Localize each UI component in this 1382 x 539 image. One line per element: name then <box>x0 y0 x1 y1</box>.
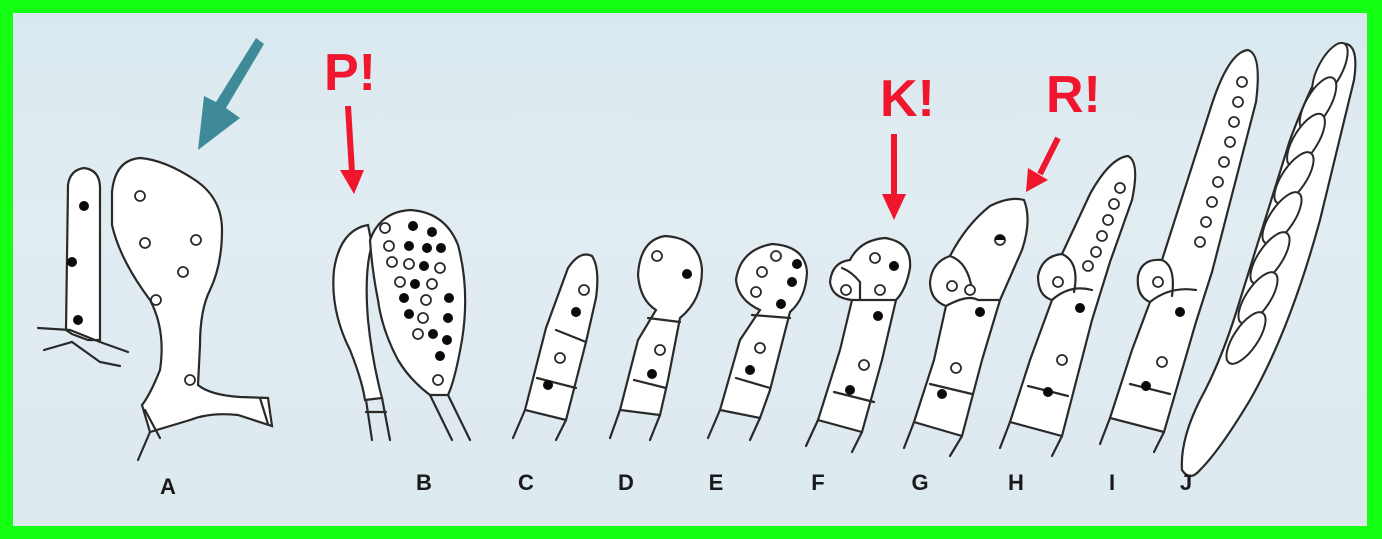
diagram-canvas: A B C D E F G H I J P! K! R! <box>13 13 1367 526</box>
label-b: B <box>416 470 432 495</box>
stage-c-figure <box>513 255 597 441</box>
label-i: I <box>1109 470 1115 495</box>
pointer-arrow-icon <box>198 38 264 150</box>
label-j: J <box>1180 470 1192 495</box>
stage-f-figure <box>806 238 910 452</box>
stage-g-figure <box>904 199 1028 456</box>
stage-d-figure <box>610 236 702 440</box>
label-d: D <box>618 470 634 495</box>
label-e: E <box>709 470 724 495</box>
label-h: H <box>1008 470 1024 495</box>
ascus-development-diagram: A B C D E F G H I J P! K! R! <box>13 13 1367 526</box>
red-arrow-icon <box>1026 138 1058 192</box>
stage-a-figure <box>38 158 272 460</box>
label-f: F <box>811 470 824 495</box>
annotation-r: R! <box>1046 66 1101 124</box>
annotation-k: K! <box>880 70 935 128</box>
red-arrow-icon <box>340 106 364 194</box>
label-g: G <box>911 470 928 495</box>
stage-e-figure <box>708 244 807 440</box>
annotation-p: P! <box>324 44 376 102</box>
red-arrow-icon <box>882 134 906 220</box>
stage-b-figure <box>333 210 470 440</box>
label-a: A <box>160 474 176 499</box>
label-c: C <box>518 470 534 495</box>
